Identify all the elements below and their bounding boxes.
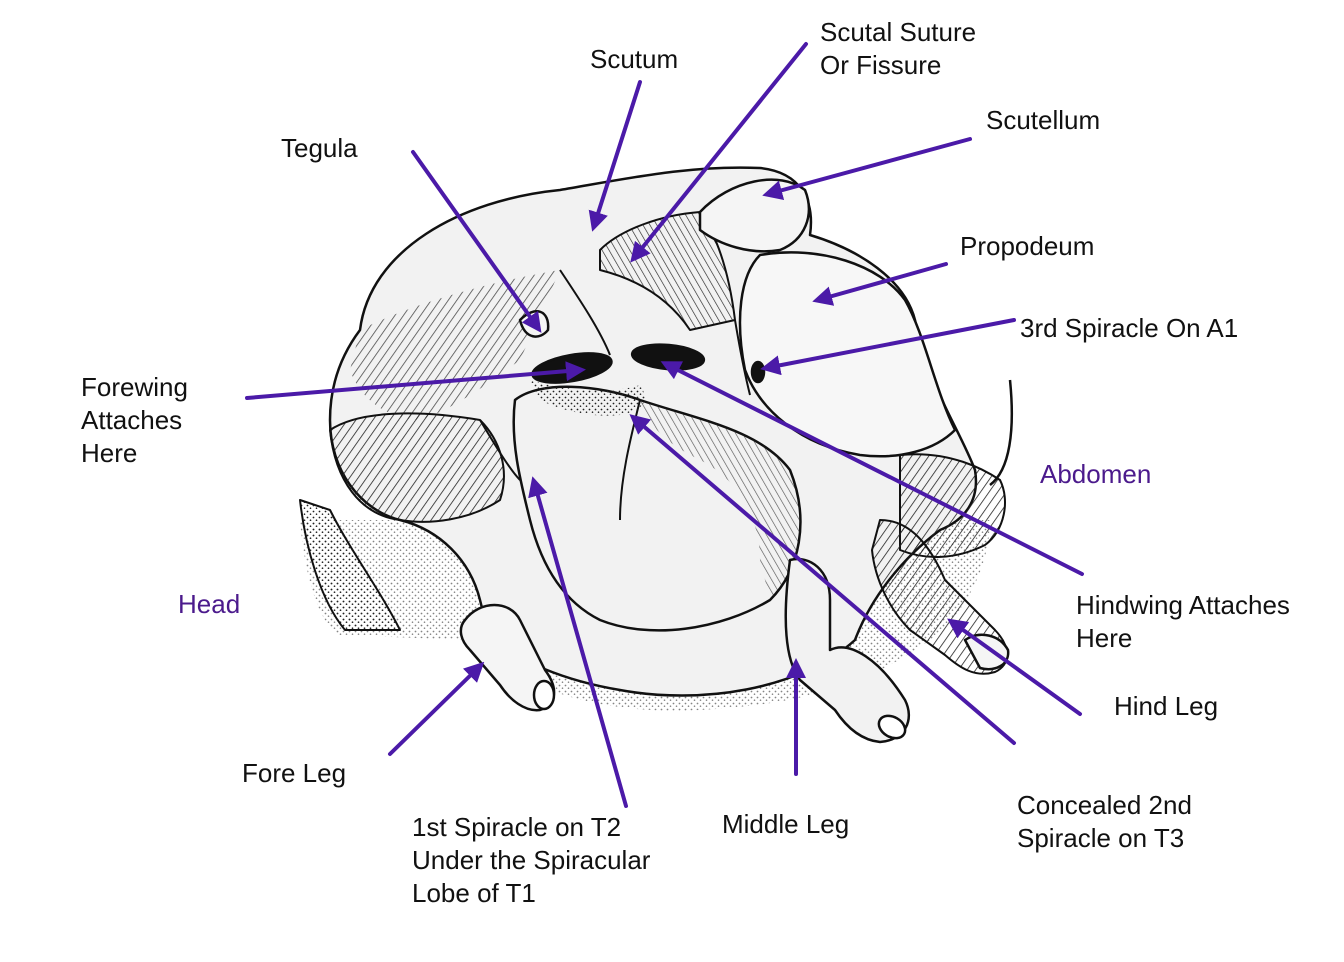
label-scutal-suture: Scutal Suture Or Fissure (820, 17, 977, 80)
label-scutum: Scutum (590, 44, 679, 74)
hind-leg-tip (963, 633, 1010, 671)
arrow-tegula (411, 150, 542, 333)
arrow-hind-leg (947, 618, 1082, 716)
label-spiracle-t3: Concealed 2nd Spiracle on T3 (1017, 790, 1192, 853)
middle-leg-tip (877, 714, 907, 740)
arrow-scutal-suture (630, 42, 808, 263)
leader-arrows (245, 42, 1084, 808)
pronotum-lobe (329, 412, 505, 523)
arrow-hindwing (660, 361, 1084, 576)
label-hind-leg: Hind Leg (1114, 691, 1219, 721)
petiole-curve (989, 379, 1014, 486)
label-middle-leg: Middle Leg (722, 809, 850, 839)
mesopleuron-hatching (640, 400, 801, 600)
arrow-spiracle-a1 (760, 318, 1016, 376)
label-spiracle-t2: 1st Spiracle on T2 Under the Spiracular … (412, 812, 651, 908)
spiracle-a1-opening (750, 360, 766, 384)
head-attachment (299, 499, 401, 631)
fore-leg (459, 603, 556, 712)
left-flank-hatching (350, 270, 560, 420)
label-scutellum: Scutellum (986, 105, 1101, 135)
arrow-forewing (245, 361, 586, 400)
label-forewing: Forewing Attaches Here (81, 372, 188, 468)
label-spiracle-a1: 3rd Spiracle On A1 (1020, 313, 1239, 343)
thorax-illustration (299, 166, 1014, 744)
label-tegula: Tegula (281, 133, 358, 163)
arrow-scutellum (762, 137, 972, 200)
wing-base-stipple (530, 380, 645, 416)
label-fore-leg: Fore Leg (242, 758, 347, 788)
fore-leg-tip (532, 679, 556, 711)
arrow-spiracle-t3 (629, 414, 1016, 745)
arrow-scutum (588, 80, 642, 232)
label-hindwing: Hindwing Attaches Here (1076, 590, 1290, 653)
arrow-spiracle-t2 (528, 476, 628, 808)
label-head: Head (178, 589, 241, 619)
arrow-fore-leg (388, 661, 485, 756)
label-propodeum: Propodeum (960, 231, 1095, 261)
propodeum-region (738, 251, 957, 458)
label-abdomen: Abdomen (1040, 459, 1152, 489)
sketch-detail-strokes (479, 269, 751, 521)
arrow-propodeum (812, 262, 948, 306)
